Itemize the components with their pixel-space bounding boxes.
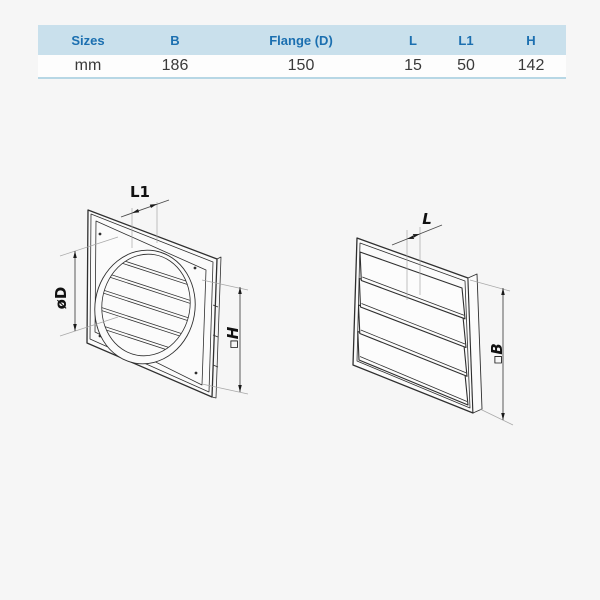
dim-label-h: ▫H xyxy=(224,326,242,349)
header-cell-l: L xyxy=(409,32,417,48)
value-cell-flange: 150 xyxy=(287,57,315,74)
header-cell-l1: L1 xyxy=(458,32,474,48)
louver-view-diagram: L ▫B xyxy=(352,210,514,426)
front-view-diagram: L1 øD ▫H xyxy=(52,183,249,399)
table-data-row: mm 186 150 15 50 142 xyxy=(38,55,566,79)
value-cell-h: 142 xyxy=(517,57,545,74)
value-cell-unit: mm xyxy=(74,57,102,74)
spigot-inner-rim xyxy=(101,253,191,357)
screw-hole xyxy=(193,266,197,270)
header-cell-flange: Flange (D) xyxy=(269,32,333,48)
dim-label-l1: L1 xyxy=(130,183,150,201)
value-cell-l: 15 xyxy=(404,57,422,74)
screw-hole xyxy=(194,371,198,375)
header-cell-h: H xyxy=(526,32,536,48)
value-cell-b: 186 xyxy=(161,57,189,74)
screw-hole xyxy=(98,232,102,236)
header-cell-b: B xyxy=(170,32,180,48)
dim-label-d: øD xyxy=(52,287,70,310)
value-cell-l1: 50 xyxy=(457,57,475,74)
header-cell-sizes: Sizes xyxy=(71,32,105,48)
dim-label-b: ▫B xyxy=(488,343,506,365)
table-header-row: Sizes B Flange (D) L L1 H xyxy=(38,25,566,55)
sizes-table: Sizes B Flange (D) L L1 H mm 186 150 15 … xyxy=(38,25,566,79)
gravity-flaps xyxy=(357,251,469,406)
dim-label-l: L xyxy=(422,210,432,228)
